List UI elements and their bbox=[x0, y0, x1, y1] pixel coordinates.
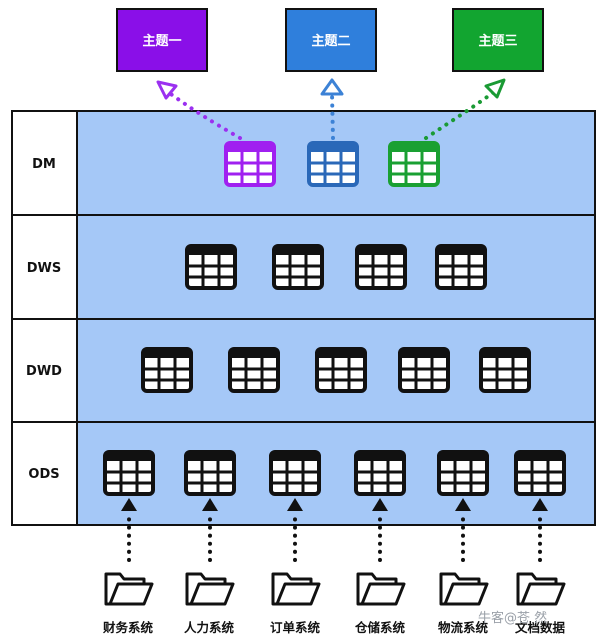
topic-box-2: 主题二 bbox=[285, 8, 377, 72]
source-system-6: 文档数据 bbox=[515, 498, 566, 635]
topic-box-3: 主题三 bbox=[452, 8, 544, 72]
topic-label-2: 主题二 bbox=[311, 33, 350, 49]
dwd-table-icon-4 bbox=[398, 347, 450, 393]
folder-icon bbox=[185, 572, 235, 606]
ods-table-icon-3 bbox=[269, 450, 321, 496]
topic-box-1: 主题一 bbox=[116, 8, 208, 72]
dwd-table-icon-3 bbox=[315, 347, 367, 393]
ods-table-icon-4 bbox=[354, 450, 406, 496]
dm-table-icon-1 bbox=[224, 141, 276, 187]
source-arrow-head-1 bbox=[121, 498, 137, 511]
dws-table-icon-3 bbox=[355, 244, 407, 290]
source-system-3: 订单系统 bbox=[270, 498, 321, 635]
layer-label-ods: ODS bbox=[28, 467, 59, 482]
topic-arrow-2-head bbox=[320, 78, 344, 96]
watermark-text: 牛客@苍 然 bbox=[478, 610, 547, 626]
ods-table-icon-5 bbox=[437, 450, 489, 496]
topic-label-3: 主题三 bbox=[478, 33, 517, 49]
layer-label-dwd: DWD bbox=[26, 364, 62, 379]
folder-icon bbox=[439, 572, 489, 606]
source-label-6: 文档数据 bbox=[515, 620, 566, 635]
dwd-table-icon-1 bbox=[141, 347, 193, 393]
watermark: 牛客@苍 然 bbox=[478, 610, 547, 626]
source-system-4: 仓储系统 bbox=[354, 498, 406, 635]
topic-arrow-2 bbox=[330, 92, 335, 140]
dws-table-icon-4 bbox=[435, 244, 487, 290]
layer-ods: ODS bbox=[11, 421, 596, 526]
dwd-table-icon-5 bbox=[479, 347, 531, 393]
source-arrow-head-5 bbox=[455, 498, 471, 511]
source-label-1: 财务系统 bbox=[102, 620, 154, 635]
source-arrow-head-2 bbox=[202, 498, 218, 511]
dm-table-icon-2 bbox=[307, 141, 359, 187]
source-arrow-head-3 bbox=[287, 498, 303, 511]
ods-table-icon-6 bbox=[514, 450, 566, 496]
source-system-1: 财务系统 bbox=[102, 498, 154, 635]
folder-icon bbox=[516, 572, 566, 606]
source-label-4: 仓储系统 bbox=[354, 620, 406, 635]
source-label-2: 人力系统 bbox=[184, 620, 235, 635]
layer-dws: DWS bbox=[11, 214, 596, 320]
layer-dm: DM bbox=[11, 110, 596, 216]
source-system-5: 物流系统 bbox=[438, 498, 489, 635]
topic-arrow-1-head bbox=[156, 80, 178, 100]
folder-icon bbox=[271, 572, 321, 606]
table-icons bbox=[103, 141, 566, 496]
source-system-2: 人力系统 bbox=[184, 498, 235, 635]
layer-label-dws: DWS bbox=[27, 261, 62, 276]
folder-icon bbox=[356, 572, 406, 606]
source-systems: 财务系统 人力系统 订单系统 仓储系统 物流系统 文档数据 bbox=[102, 498, 566, 635]
topic-arrow-1 bbox=[166, 90, 242, 140]
source-arrow-head-6 bbox=[532, 498, 548, 511]
topic-label-1: 主题一 bbox=[142, 33, 181, 49]
source-label-5: 物流系统 bbox=[438, 620, 489, 635]
source-arrow-head-4 bbox=[372, 498, 388, 511]
ods-table-icon-2 bbox=[184, 450, 236, 496]
topic-arrow-3-head bbox=[484, 78, 506, 99]
folder-icon bbox=[104, 572, 154, 606]
ods-table-icon-1 bbox=[103, 450, 155, 496]
dws-table-icon-1 bbox=[185, 244, 237, 290]
layer-label-dm: DM bbox=[32, 157, 56, 172]
topic-arrow-3 bbox=[424, 90, 496, 140]
dwd-table-icon-2 bbox=[228, 347, 280, 393]
dws-table-icon-2 bbox=[272, 244, 324, 290]
source-label-3: 订单系统 bbox=[270, 620, 321, 635]
dm-table-icon-3 bbox=[388, 141, 440, 187]
